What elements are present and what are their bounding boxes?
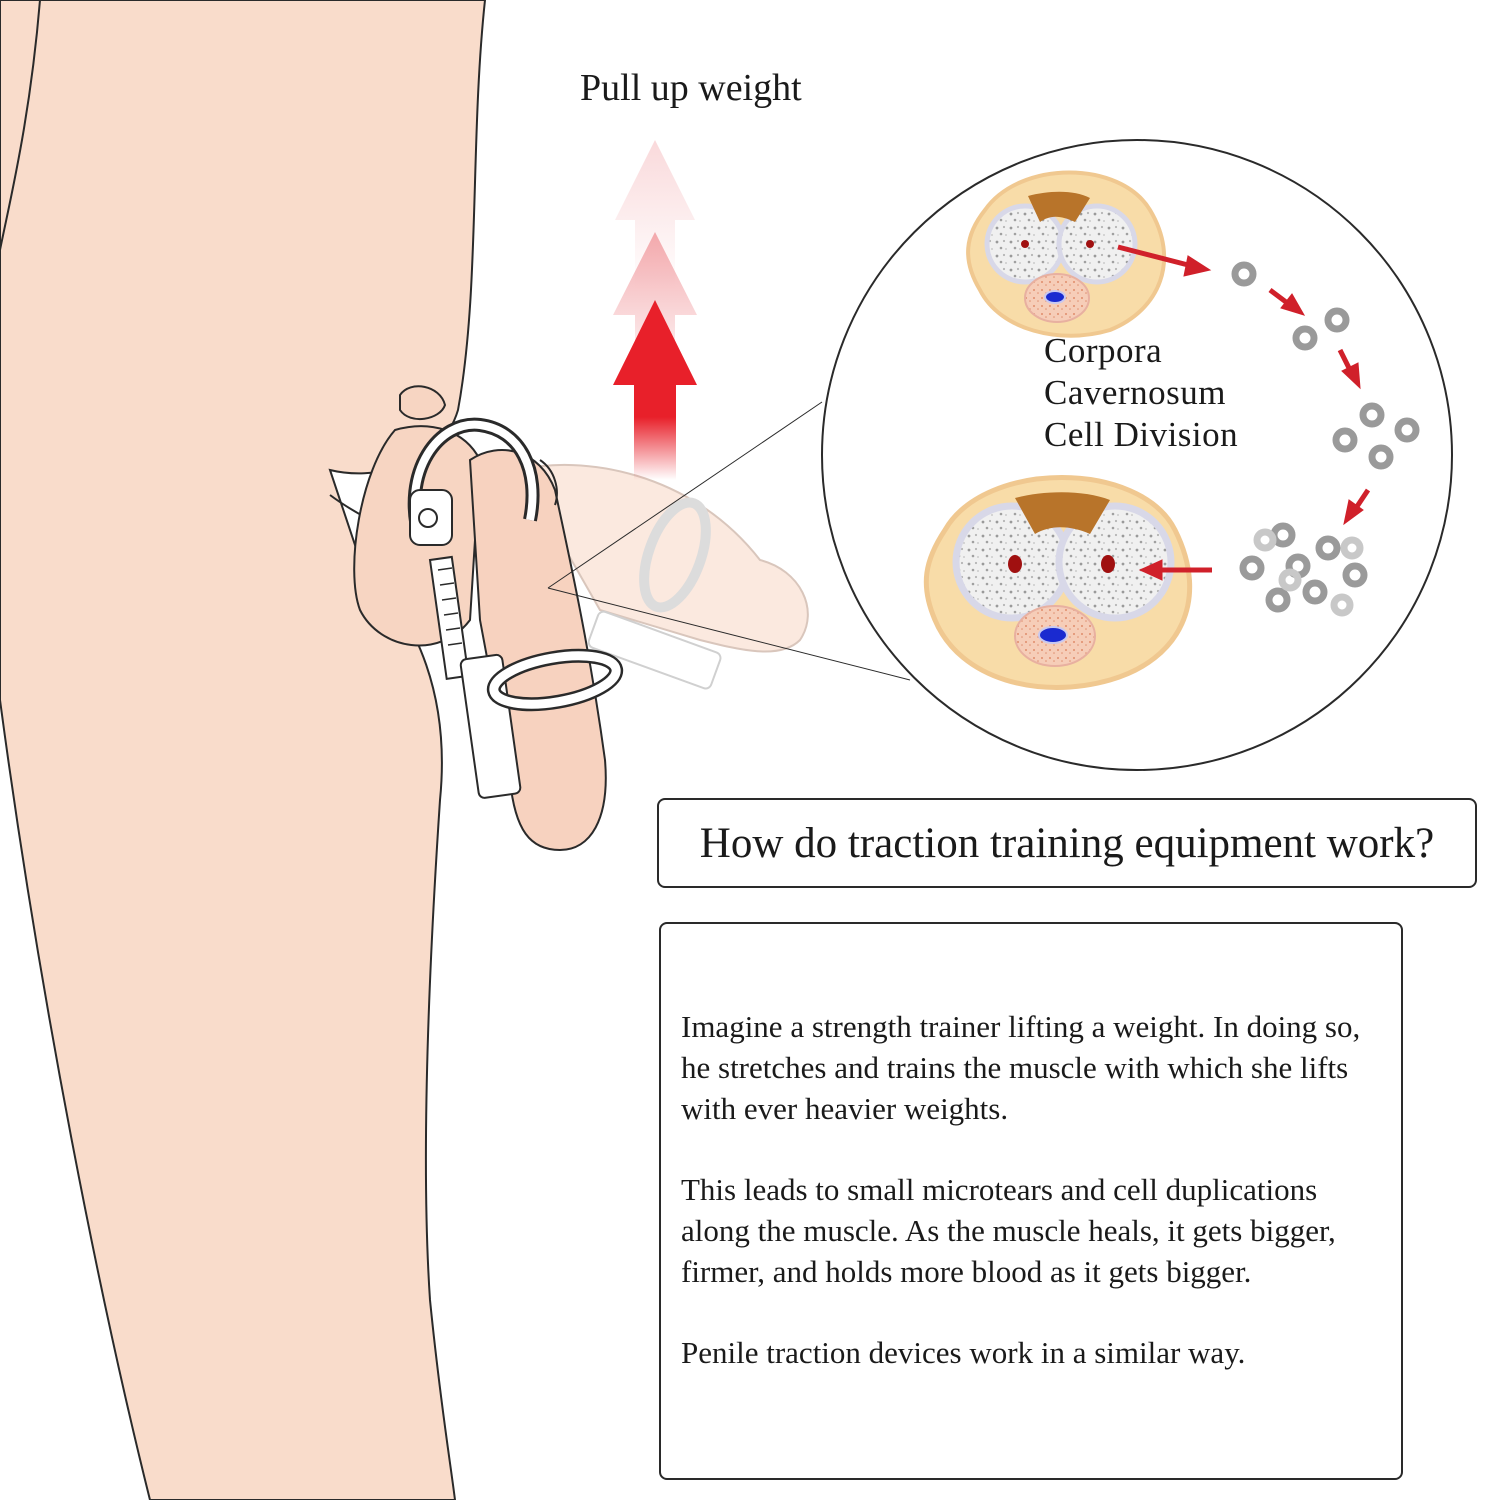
- magnified-view: [821, 139, 1453, 771]
- cell-division-label: Corpora Cavernosum Cell Division: [1044, 330, 1238, 456]
- pull-up-weight-label: Pull up weight: [580, 67, 802, 109]
- paragraph-3: Penile traction devices work in a simila…: [681, 1335, 1246, 1370]
- cell-division-label-line-2: Cavernosum: [1044, 373, 1226, 412]
- genital-illustration: [353, 385, 809, 852]
- heading-title: How do traction training equipment work?: [699, 819, 1435, 867]
- paragraph-2: This leads to small microtears and cell …: [681, 1172, 1336, 1289]
- heading-box: How do traction training equipment work?: [657, 798, 1477, 888]
- paragraph-1: Imagine a strength trainer lifting a wei…: [681, 1009, 1361, 1126]
- body-silhouette: [0, 0, 487, 1500]
- dividing-cells: [1231, 261, 1420, 617]
- cross-section-after: [923, 475, 1193, 690]
- zoom-lines: [547, 401, 911, 681]
- cross-section-before: [966, 170, 1167, 338]
- cell-division-label-line-1: Corpora: [1044, 331, 1163, 370]
- process-arrows: [1117, 244, 1371, 581]
- pull-up-arrows: [613, 140, 697, 480]
- cell-division-label-line-3: Cell Division: [1044, 415, 1239, 454]
- explanation-box: Imagine a strength trainer lifting a wei…: [659, 922, 1403, 1480]
